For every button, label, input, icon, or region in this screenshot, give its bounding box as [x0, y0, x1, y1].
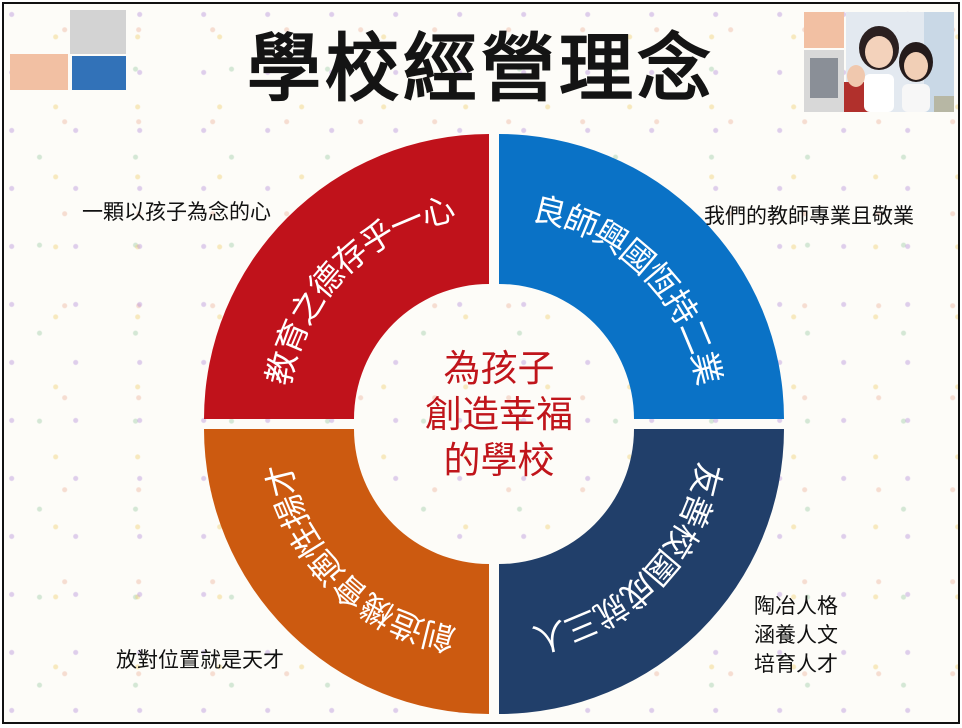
quadrant-bottom-right-shape	[499, 429, 784, 714]
decor-square-gray	[70, 10, 126, 54]
center-line-3: 的學校	[443, 439, 555, 482]
quadrant-top-left: 教育之德存乎一心	[204, 134, 489, 419]
decor-square-blue	[72, 56, 126, 90]
quadrant-bottom-left-shape	[204, 429, 489, 714]
note-top-left: 一顆以孩子為念的心	[82, 200, 271, 224]
note-bottom-right-line-3: 培育人才	[754, 652, 838, 676]
quadrant-top-left-shape	[204, 134, 489, 419]
quadrant-top-right-shape	[499, 134, 784, 419]
note-bottom-right: 陶冶人格 涵養人文 培育人才	[754, 592, 838, 679]
center-text: 為孩子 創造幸福 的學校	[384, 346, 614, 484]
center-line-1: 為孩子	[443, 347, 555, 390]
children-photo	[804, 12, 954, 112]
note-bottom-right-line-1: 陶冶人格	[754, 594, 838, 618]
decor-square-peach	[10, 54, 68, 90]
note-bottom-right-line-2: 涵養人文	[754, 623, 838, 647]
ring-diagram: 教育之德存乎一心良師興國恆持二業創造機會適性揚才友善校園成就三人	[204, 134, 784, 714]
center-line-2: 創造幸福	[425, 393, 573, 436]
page-title: 學校經營理念	[247, 26, 715, 112]
note-top-right: 我們的教師專業且敬業	[704, 204, 914, 228]
note-bottom-left: 放對位置就是天才	[116, 648, 284, 672]
